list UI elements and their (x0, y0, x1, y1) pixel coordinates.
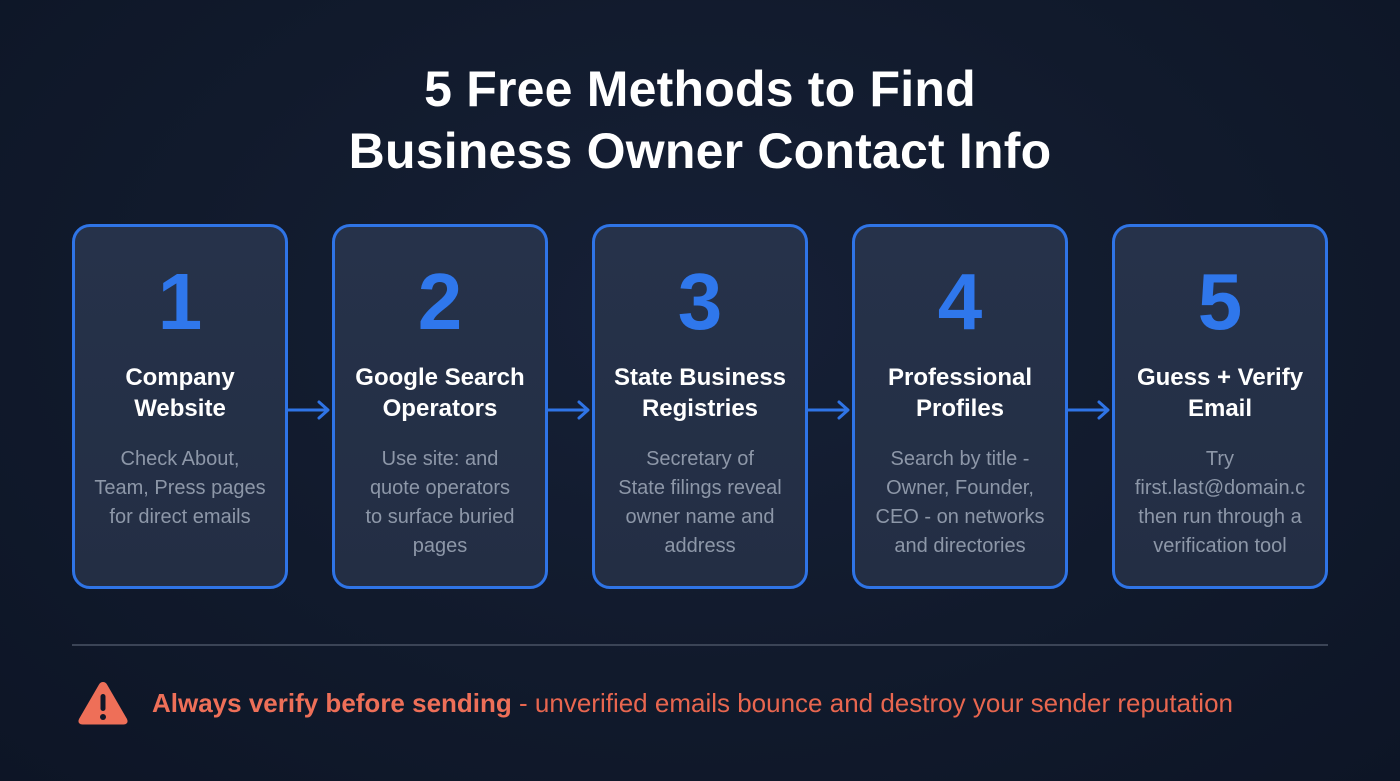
step-description-line: to surface buried (365, 506, 515, 528)
step-card-2: 2 Google Search Operators Use site: and … (332, 224, 548, 589)
step-heading: Guess + Verify Email (1121, 362, 1319, 424)
step-heading: State Business Registries (601, 362, 799, 424)
step-description: Check About, Team, Press pages for direc… (81, 445, 279, 532)
step-heading: Google Search Operators (341, 362, 539, 424)
step-card-4: 4 Professional Profiles Search by title … (852, 224, 1068, 589)
step-description: Secretary of State filings reveal owner … (601, 445, 799, 561)
step-number: 5 (1197, 257, 1243, 346)
step-number: 3 (677, 257, 723, 346)
step-description-line: pages (412, 535, 468, 557)
step-description-line: Team, Press pages (94, 477, 266, 499)
arrow-right-icon (548, 400, 590, 420)
step-description: Use site: and quote operators to surface… (341, 445, 539, 561)
step-card-1: 1 Company Website Check About, Team, Pre… (72, 224, 288, 589)
step-description-line: address (664, 535, 736, 557)
step-card-5: 5 Guess + Verify Email Try first.last@do… (1112, 224, 1328, 589)
step-description-line: then run through a (1138, 506, 1302, 528)
page-title: 5 Free Methods to Find Business Owner Co… (0, 58, 1400, 182)
arrow-right-icon (808, 400, 850, 420)
step-description-line: for direct emails (109, 506, 251, 528)
step-description-line: owner name and (625, 506, 775, 528)
step-description: Search by title - Owner, Founder, CEO - … (861, 445, 1059, 561)
step-heading-line: State Business (613, 364, 787, 391)
step-heading-line: Email (1187, 395, 1253, 422)
step-heading-line: Operators (382, 395, 498, 422)
step-number: 1 (157, 257, 203, 346)
divider (72, 644, 1328, 646)
step-heading-line: Profiles (915, 395, 1005, 422)
step-description-line: CEO - on networks (875, 506, 1045, 528)
step-description-line: Check About, (120, 448, 240, 470)
step-description-line: verification tool (1153, 535, 1287, 557)
step-heading-line: Google Search (355, 364, 525, 391)
step-description-line: quote operators (369, 477, 511, 499)
step-description-line: Try (1205, 448, 1235, 470)
step-heading-line: Website (134, 395, 226, 422)
step-heading: Company Website (81, 362, 279, 424)
step-heading-line: Professional (887, 364, 1033, 391)
warning-triangle-icon (78, 682, 128, 725)
step-description: Try first.last@domain.c then run through… (1121, 445, 1319, 561)
step-description-line: State filings reveal (618, 477, 782, 499)
step-description-line: Use site: and (381, 448, 499, 470)
step-heading-line: Company (125, 364, 235, 391)
arrow-right-icon (288, 400, 330, 420)
step-description-line: Owner, Founder, (886, 477, 1034, 499)
warning-rest-text: - unverified emails bounce and destroy y… (511, 687, 1233, 718)
step-number: 2 (417, 257, 463, 346)
step-heading: Professional Profiles (861, 362, 1059, 424)
step-number: 4 (937, 257, 983, 346)
warning-callout: Always verify before sending - unverifie… (76, 678, 1233, 728)
step-heading-line: Registries (641, 395, 759, 422)
step-description-line: first.last@domain.c (1134, 477, 1306, 499)
warning-text: Always verify before sending - unverifie… (152, 688, 1233, 719)
warning-strong-text: Always verify before sending (152, 687, 512, 718)
title-line-2: Business Owner Contact Info (348, 123, 1052, 179)
step-description-line: and directories (894, 535, 1026, 557)
step-heading-line: Guess + Verify (1136, 364, 1304, 391)
title-line-1: 5 Free Methods to Find (424, 61, 976, 117)
step-description-line: Search by title - (890, 448, 1030, 470)
arrow-right-icon (1068, 400, 1110, 420)
step-card-3: 3 State Business Registries Secretary of… (592, 224, 808, 589)
step-description-line: Secretary of (646, 448, 754, 470)
